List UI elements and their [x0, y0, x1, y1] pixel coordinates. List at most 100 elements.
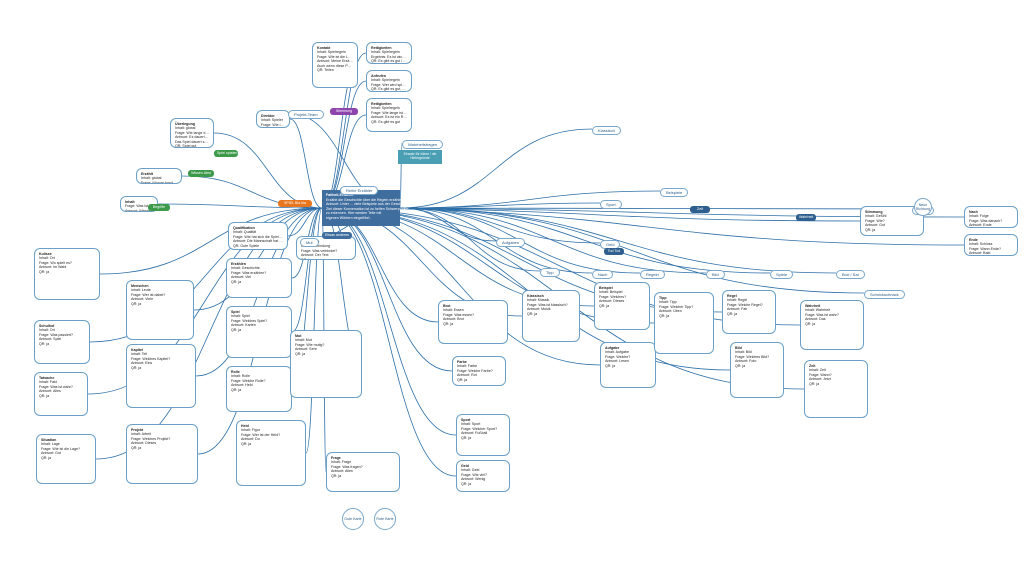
node-card-title: Zeit	[809, 364, 816, 368]
node-card-line: QR: ja	[131, 365, 142, 370]
topic-node[interactable]: Wahrheitsfragen	[402, 140, 444, 149]
category-pill[interactable]: Wahrheit	[796, 214, 816, 221]
connector-line	[399, 128, 593, 209]
node-card-line: QR: ja	[659, 313, 670, 318]
connector-line	[289, 118, 323, 209]
node-card-title: Tipp	[659, 296, 667, 300]
node-card-line: QR: ja	[457, 377, 468, 382]
node-card-line: Antwort: Es ist ein Regel	[371, 115, 407, 120]
node-card-title: Kapitel	[131, 348, 143, 352]
category-pill[interactable]: Etwas anderes	[322, 232, 352, 239]
central-description-line: Fallbeil-Erzähler	[326, 193, 354, 197]
option-bubble[interactable]: Neue Richtung	[914, 198, 932, 216]
topic-node[interactable]: Reihe Erzähler	[340, 186, 379, 195]
topic-node[interactable]: Bild	[706, 270, 725, 279]
category-pill[interactable]: Zeit	[690, 206, 710, 213]
topic-node[interactable]: Aufgaben	[496, 238, 526, 247]
node-card-line: QR: Teilen	[317, 68, 334, 73]
node-card-line: QR: ja	[331, 473, 342, 478]
central-description-line: Antwort: Unter ... viele Beispiele aus d…	[326, 202, 409, 207]
node-card-title: Schulhof	[39, 324, 55, 328]
connector-line	[213, 132, 323, 209]
category-pill[interactable]: Begriffe	[148, 204, 170, 211]
topic-node[interactable]: Schnickschnack	[864, 290, 905, 299]
category-pill[interactable]: Stimmung	[330, 108, 358, 115]
topic-node[interactable]: Mut	[300, 238, 319, 247]
node-card-line: QR: ja	[39, 393, 50, 398]
node-card-line: QR: ja	[231, 327, 242, 332]
category-pill[interactable]: Spiel spielen	[214, 150, 238, 157]
topic-node[interactable]: Sport	[600, 200, 622, 209]
main-topic-pill[interactable]: SPIEL Bla bla	[278, 200, 312, 207]
topic-node[interactable]: Klassisch	[592, 126, 621, 135]
node-card-line: QR: ja	[231, 279, 242, 284]
node-card-title: Frage	[331, 456, 341, 460]
node-card-line: Antwort: Meine Erzählerin schreibt an de…	[317, 59, 353, 64]
node-card-title: Kulisse	[39, 252, 52, 256]
node-card-title: Anfrufen	[371, 74, 386, 78]
topic-node[interactable]: Beispiele	[660, 188, 689, 197]
node-card-line: QR: Spiel gut	[175, 144, 197, 148]
category-pill[interactable]: Tod Tod	[604, 248, 624, 255]
node-card-title: Erzählen	[231, 262, 246, 266]
node-card-title: Geld	[461, 464, 469, 468]
node-card-title: Inhalt	[125, 200, 135, 204]
option-bubble[interactable]: Gute Karte	[342, 508, 364, 530]
topic-node[interactable]: Tipp	[540, 268, 560, 277]
node-card-title: Klassisch	[527, 294, 544, 298]
node-card-title: Beispiel	[599, 286, 613, 290]
node-card-title: Nach	[969, 210, 978, 214]
central-description-line: eigenen Wörtern eingeführt.	[326, 215, 371, 220]
category-pill[interactable]: Wissen Abst	[188, 170, 214, 177]
option-bubble[interactable]: Rote Karte	[374, 508, 396, 530]
node-card-line: QR: ja	[231, 387, 242, 392]
connector-line	[399, 142, 403, 209]
topic-node[interactable]: Spiele	[770, 270, 794, 279]
node-card-line: QR: Es gibt es gut	[371, 119, 401, 124]
topic-node[interactable]: Regeln	[640, 270, 665, 279]
node-card-line: QR: ja	[461, 435, 472, 440]
teal-note: Einsatz für Ideen / die Hintergründe	[398, 150, 442, 164]
node-card-title: Ende	[969, 238, 978, 242]
topic-node[interactable]: Brot / Sat	[836, 270, 865, 279]
central-description-line: Erzählt die Geschichte über die Regeln e…	[326, 197, 406, 202]
topic-node[interactable]: Nach	[592, 270, 614, 279]
topic-node[interactable]: Projekt-Team	[288, 110, 324, 119]
node-card-line: QR: ja	[727, 311, 738, 316]
